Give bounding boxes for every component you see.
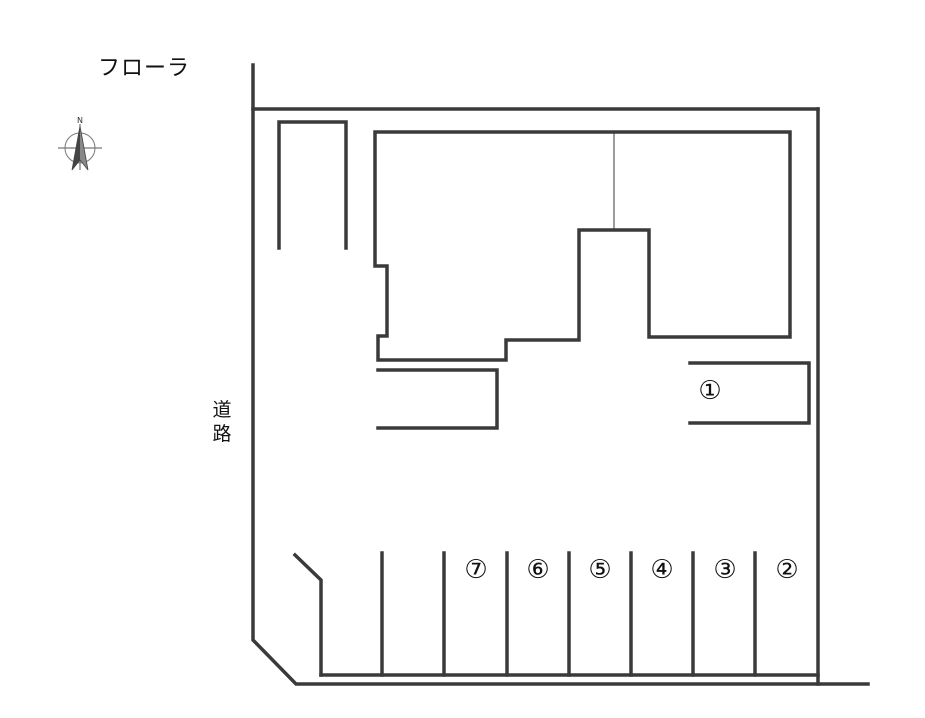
space-2-label: ② (775, 555, 799, 585)
site-boundary-west (251, 63, 870, 686)
compass-letter: N (77, 116, 83, 125)
compass-icon: N (58, 116, 102, 171)
space-5-label: ⑤ (588, 555, 612, 585)
space-1-outline (688, 361, 811, 425)
space-3-label: ③ (713, 555, 737, 585)
entrance-block (376, 368, 499, 430)
space-1-label: ① (698, 376, 722, 406)
space-4-label: ④ (650, 555, 674, 585)
building-outline (373, 130, 792, 362)
chamfer-divider (292, 552, 323, 677)
space-6-label: ⑥ (526, 555, 550, 585)
property-title: フローラ (98, 56, 191, 81)
road-label: 道路 (212, 399, 232, 445)
space-7-label: ⑦ (464, 555, 488, 585)
garage-structure (277, 120, 348, 250)
